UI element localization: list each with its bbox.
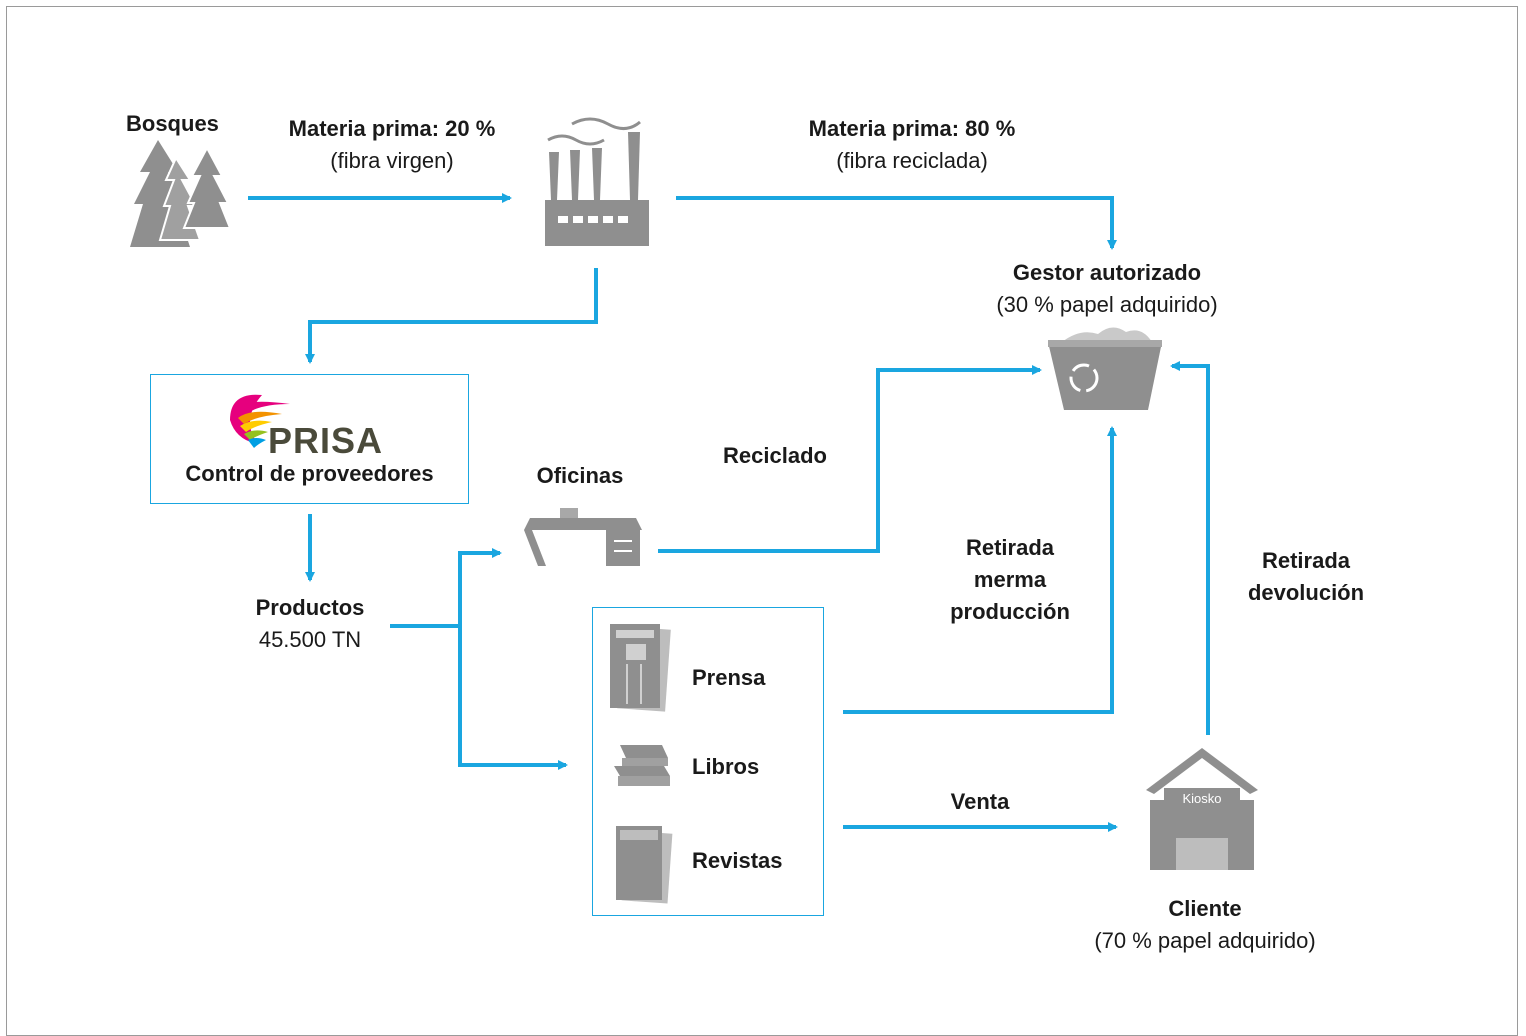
label-control-proveedores: Control de proveedores: [185, 461, 434, 486]
magazine-icon: [616, 826, 673, 904]
label-retirada-merma: Retirada merma producción: [950, 535, 1070, 624]
label-materia-virgen: Materia prima: 20 % (fibra virgen): [270, 113, 514, 177]
label-libros: Libros: [692, 754, 760, 779]
arrow-oficinas-gestor: [658, 365, 1042, 553]
gestor-subtitle: (30 % papel adquirido): [996, 292, 1218, 317]
label-reciclado: Reciclado: [723, 443, 827, 468]
prisa-logo-text: PRISA: [268, 420, 384, 461]
factory-icon: [545, 117, 649, 246]
materia-reciclada-subtitle: (fibra reciclada): [836, 148, 988, 173]
arrow-kiosko-gestor: [1170, 361, 1210, 735]
label-gestor: Gestor autorizado (30 % papel adquirido): [962, 257, 1252, 321]
newspaper-icon: [610, 624, 671, 712]
label-revistas: Revistas: [692, 848, 783, 873]
label-oficinas: Oficinas: [536, 463, 624, 488]
kiosk-sign: Kiosko: [1182, 791, 1221, 806]
publications-box: [592, 607, 824, 916]
books-icon: [614, 745, 670, 786]
trees-icon: [130, 140, 232, 247]
cliente-title: Cliente: [1168, 896, 1242, 921]
materia-virgen-title: Materia prima: 20 %: [288, 116, 496, 141]
label-bosques: Bosques: [126, 111, 219, 136]
recycle-bin-icon: [1048, 327, 1162, 410]
prisa-logo: [230, 394, 290, 448]
gestor-title: Gestor autorizado: [1012, 260, 1202, 285]
arrow-factory-gestor: [676, 196, 1117, 250]
arrow-publications-gestor: [843, 426, 1117, 714]
productos-subtitle: 45.500 TN: [258, 627, 362, 652]
arrow-to-oficinas: [458, 548, 502, 626]
productos-title: Productos: [255, 595, 365, 620]
label-venta: Venta: [950, 789, 1010, 814]
materia-reciclada-title: Materia prima: 80 %: [808, 116, 1016, 141]
control-box: [150, 374, 469, 504]
office-desk-icon: [524, 508, 642, 566]
arrow-to-publications: [458, 626, 568, 770]
cliente-subtitle: (70 % papel adquirido): [1094, 928, 1316, 953]
materia-virgen-subtitle: (fibra virgen): [330, 148, 454, 173]
arrow-factory-control: [305, 268, 598, 364]
label-cliente: Cliente (70 % papel adquirido): [1060, 893, 1350, 957]
label-materia-reciclada: Materia prima: 80 % (fibra reciclada): [786, 113, 1038, 177]
label-retirada-devolucion: Retirada devolución: [1247, 548, 1365, 605]
label-prensa: Prensa: [692, 665, 766, 690]
kiosk-icon: Kiosko: [1146, 748, 1258, 870]
label-productos: Productos 45.500 TN: [220, 592, 400, 656]
